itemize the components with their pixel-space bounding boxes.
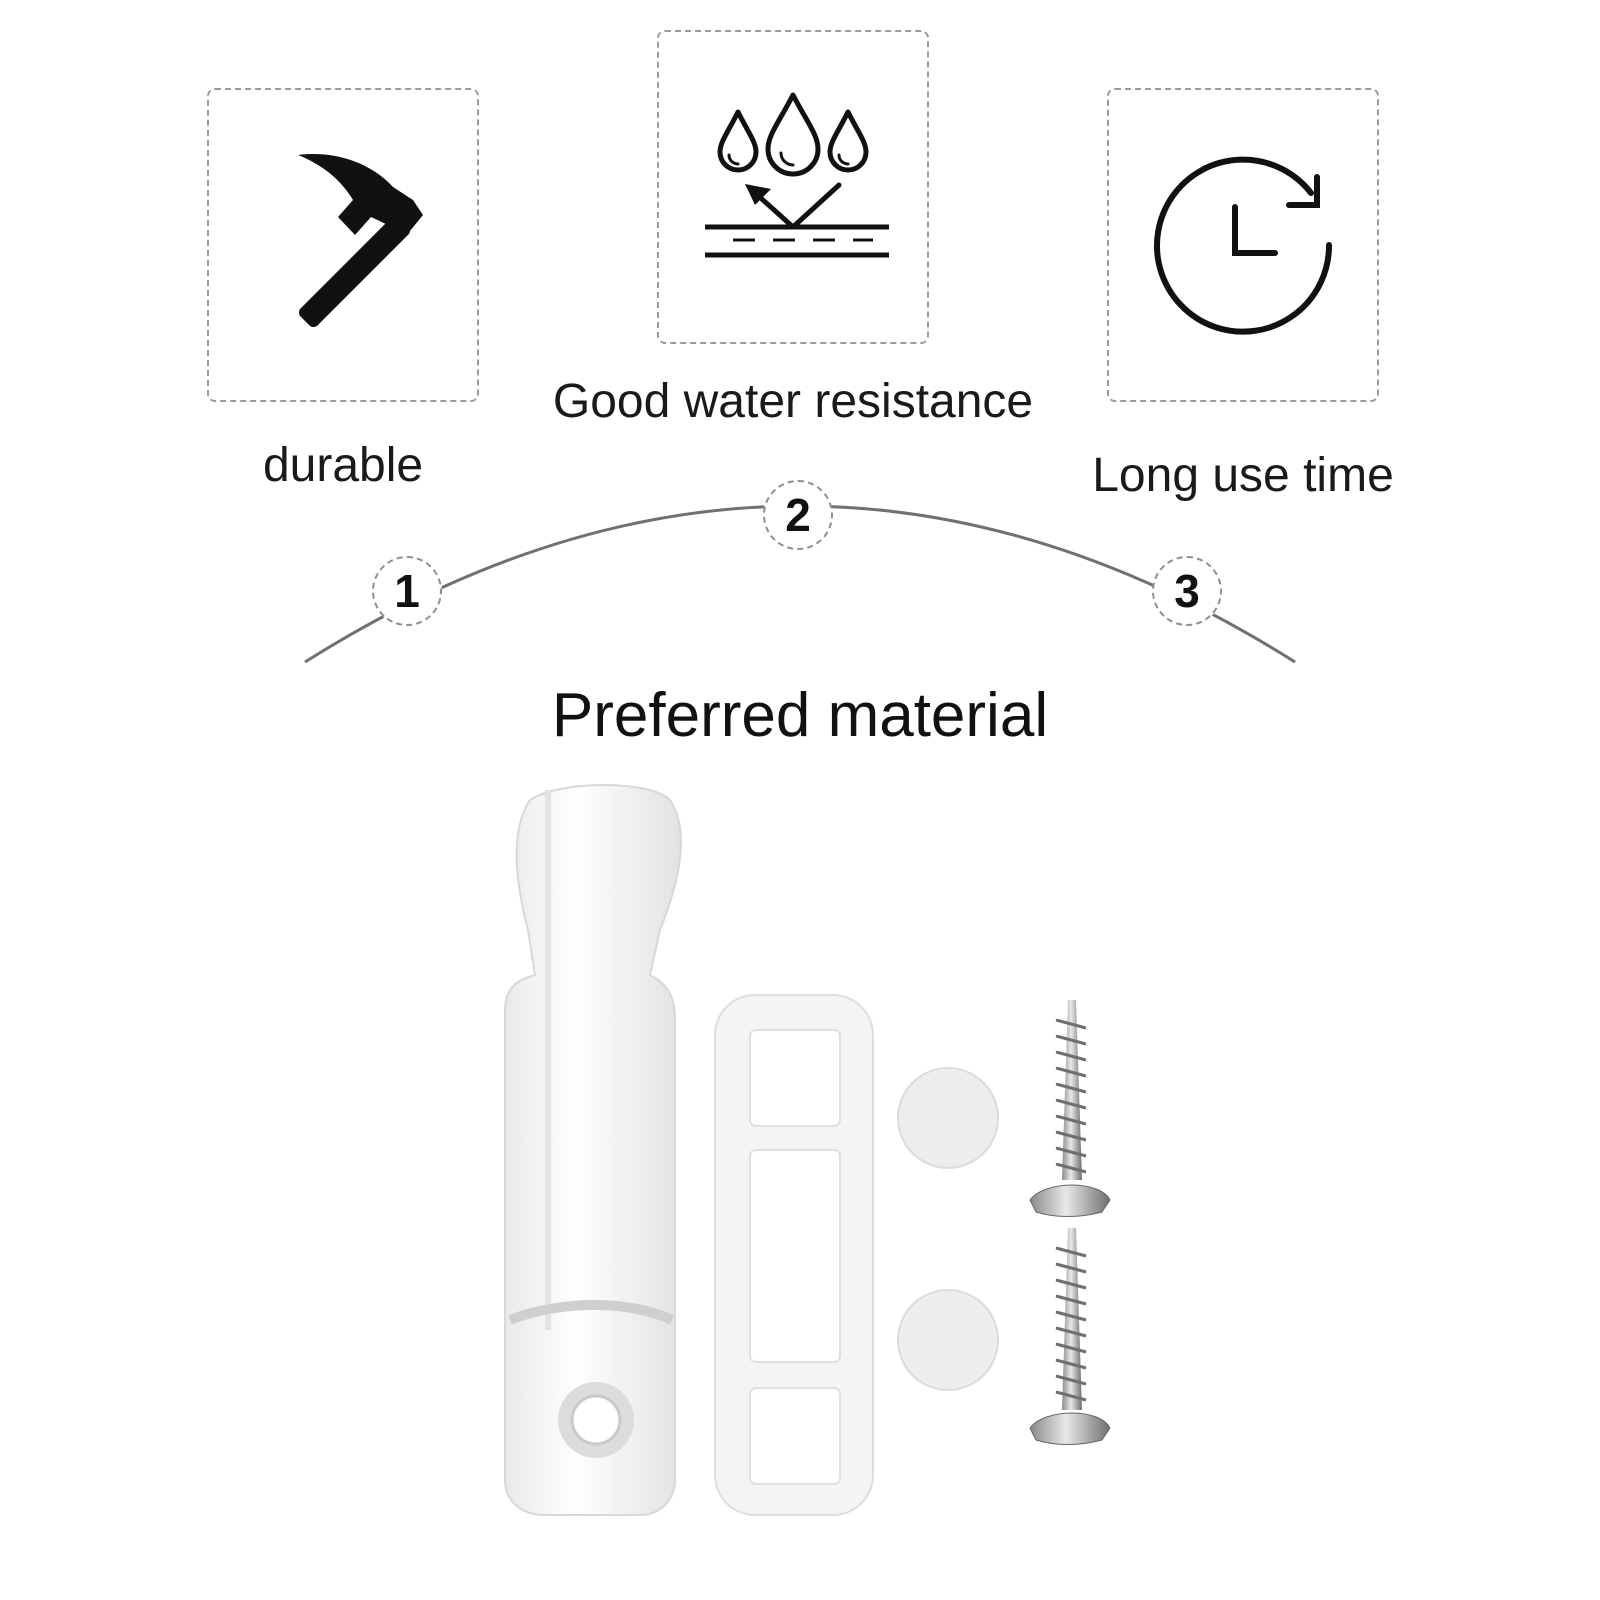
- hammer-icon: [298, 154, 423, 327]
- keeper-frame: [714, 994, 874, 1516]
- screw: [1029, 1000, 1111, 1217]
- step-number-1: 1: [372, 556, 442, 626]
- step-number-2: 2: [763, 480, 833, 550]
- water-resistance-icon: [705, 92, 889, 258]
- feature-box-durable: [207, 88, 479, 402]
- feature-box-water: [657, 30, 929, 344]
- section-title: Preferred material: [551, 681, 1049, 750]
- screw-cap: [897, 1067, 999, 1169]
- screw: [1029, 1228, 1111, 1445]
- step-number-3: 3: [1152, 556, 1222, 626]
- clock-refresh-icon: [1154, 156, 1333, 335]
- feature-label-durable: durable: [262, 439, 424, 492]
- latch-handle: [504, 784, 682, 1516]
- feature-label-water: Good water resistance: [552, 375, 1034, 428]
- screw-cap: [897, 1289, 999, 1391]
- feature-box-long-use: [1107, 88, 1379, 402]
- feature-label-long-use: Long use time: [1092, 449, 1394, 502]
